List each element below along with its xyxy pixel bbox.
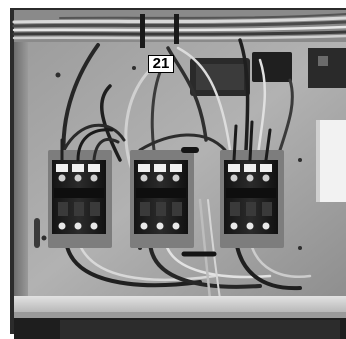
contactor-1 [52,160,106,234]
cable-tie [140,14,179,48]
top-wire-bundle [12,13,346,40]
contactor-feed-wires [60,120,272,257]
mounting-holes [41,66,302,250]
white-module [316,120,346,202]
callout-label: 21 [148,55,174,73]
contactor-2 [134,160,188,234]
din-rail [14,296,346,312]
relay-block-top-right [190,48,346,96]
contactor-3 [224,160,278,234]
